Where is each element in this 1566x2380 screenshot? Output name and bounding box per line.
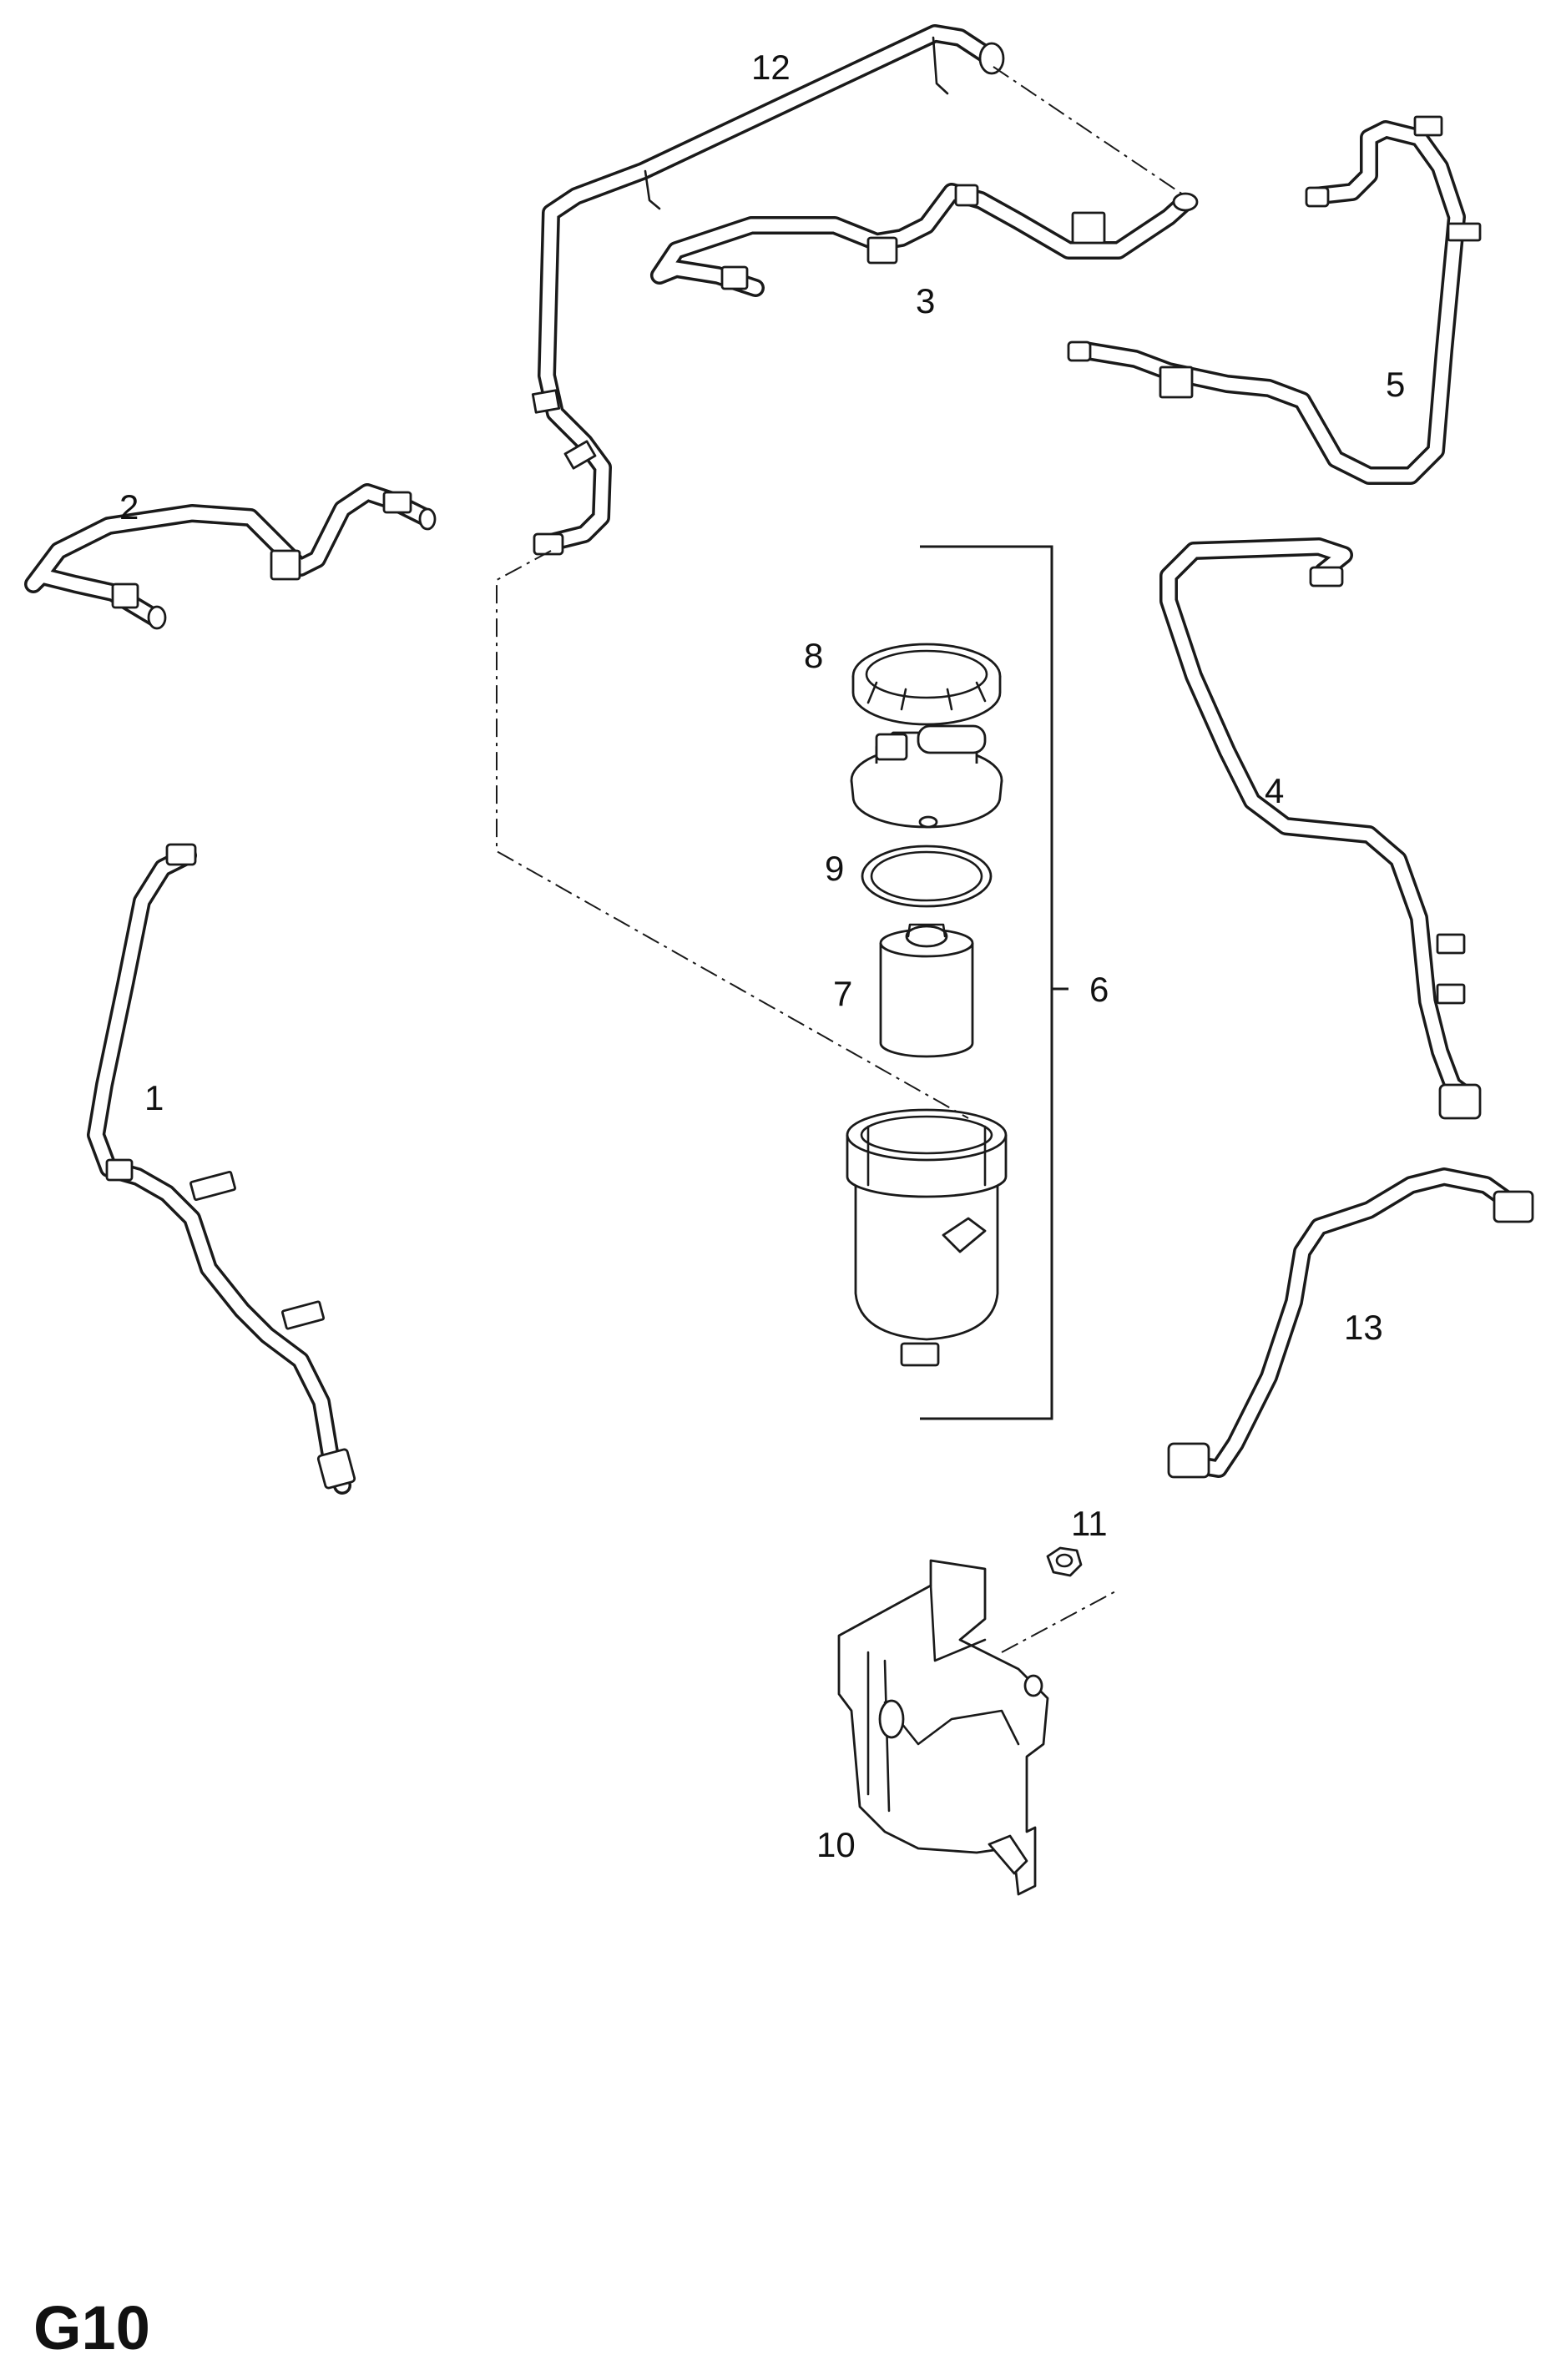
callout-10: 10 (816, 1825, 856, 1864)
mounting-bracket-10[interactable] (837, 1559, 1049, 1896)
callout-6: 6 (1089, 970, 1109, 1009)
callout-4: 4 (1265, 771, 1284, 810)
callout-7: 7 (833, 974, 852, 1013)
callouts: 12 3 5 2 8 4 9 7 6 1 13 11 10 (119, 48, 1405, 1864)
callout-5: 5 (1386, 365, 1405, 404)
callout-2: 2 (119, 487, 139, 527)
callout-12: 12 (751, 48, 791, 87)
page-code: G10 (33, 2293, 150, 2362)
reference-lines (496, 66, 1186, 1653)
filter-element-7[interactable] (879, 923, 974, 1058)
callout-3: 3 (916, 281, 935, 320)
filter-head[interactable] (850, 724, 1003, 829)
locking-ring-8[interactable] (851, 643, 1002, 726)
fuel-line-4[interactable] (1159, 537, 1482, 1120)
fuel-line-3[interactable] (650, 183, 1199, 297)
callout-1: 1 (144, 1078, 164, 1117)
fuel-line-12[interactable] (531, 24, 1005, 556)
fuel-line-13[interactable] (1167, 1167, 1534, 1479)
callout-11: 11 (1071, 1504, 1108, 1543)
fuel-line-2[interactable] (24, 483, 437, 630)
seal-ring-9[interactable] (861, 845, 993, 908)
callout-13: 13 (1344, 1308, 1383, 1347)
fuel-line-5[interactable] (1067, 115, 1482, 485)
callout-8: 8 (804, 636, 823, 675)
filter-housing[interactable] (846, 1108, 1008, 1367)
callout-9: 9 (825, 849, 844, 888)
nut-11[interactable] (1046, 1546, 1083, 1577)
fuel-line-1[interactable] (87, 843, 356, 1495)
filter-assembly-bracket-6 (920, 545, 1068, 1420)
